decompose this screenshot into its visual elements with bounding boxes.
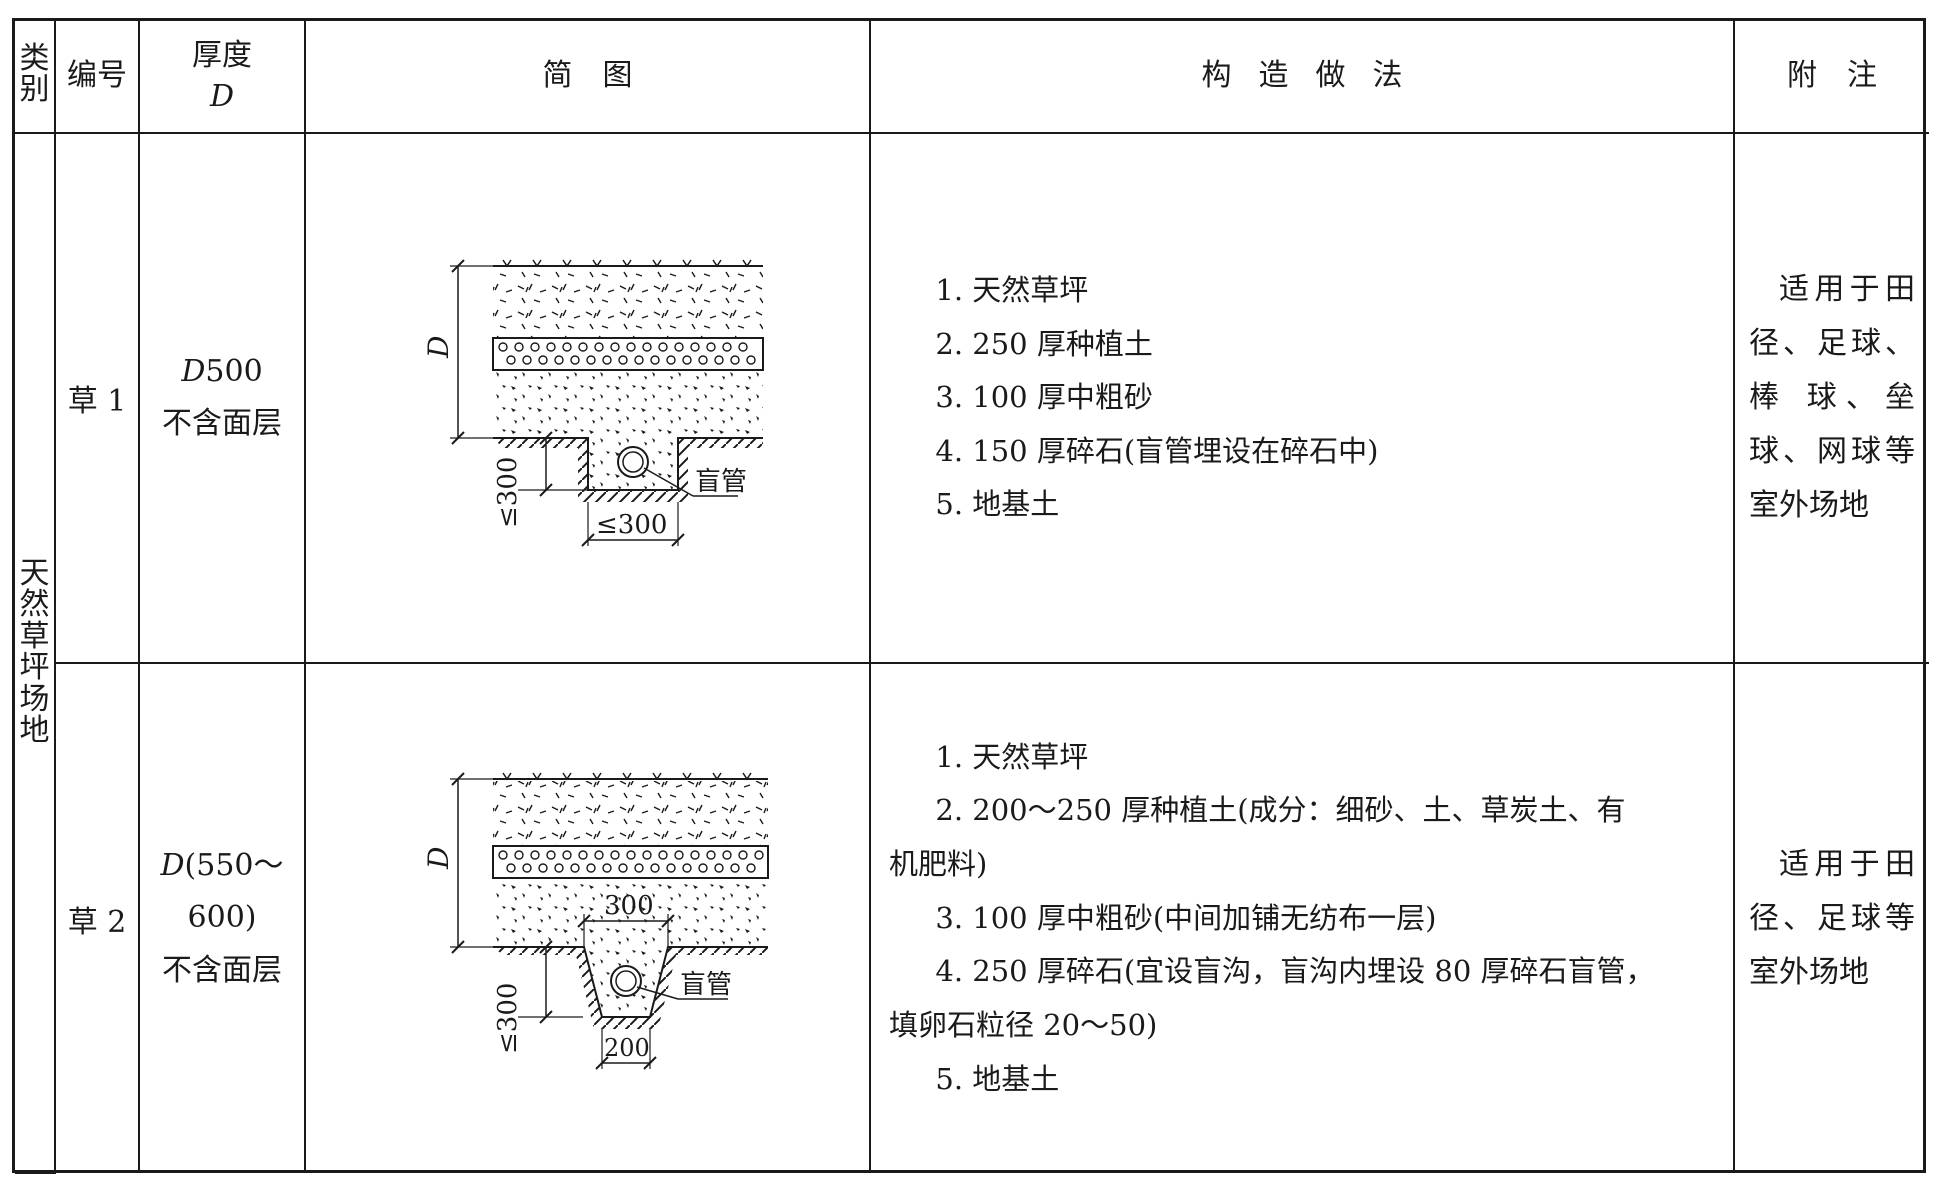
- row2-d-label: D: [422, 846, 455, 869]
- header-code: 编号: [54, 21, 140, 134]
- category-cell: 天然草坪场地: [15, 132, 56, 1174]
- list-item: 5. 地基土: [935, 487, 1060, 522]
- row2-thickness-note: 不含面层: [162, 952, 282, 988]
- list-item: 填卵石粒径 20～50): [889, 1007, 1158, 1042]
- row2-section-drawing: 300 盲管 D ≤300: [422, 771, 769, 1070]
- header-thickness: 厚度 D: [138, 21, 306, 134]
- row1-d-symbol: D: [181, 353, 206, 389]
- header-sketch: 简 图: [304, 21, 871, 134]
- list-item: 机肥料): [889, 847, 988, 882]
- list-item: 1. 天然草坪: [935, 272, 1089, 307]
- table-row: 草 2 D(550～ 600) 不含面层: [15, 662, 1929, 1173]
- list-item: 4. 150 厚碎石(盲管埋设在碎石中): [935, 433, 1379, 468]
- header-notes: 附 注: [1733, 21, 1929, 134]
- row2-d-symbol: D: [160, 847, 185, 883]
- table-row: 天然草坪场地 草 1 D500 不含面层: [15, 132, 1929, 1174]
- list-item: 4. 250 厚碎石(宜设盲沟，盲沟内埋设 80 厚碎石盲管，: [935, 954, 1655, 989]
- category-label: 天然草坪场地: [19, 555, 50, 749]
- list-item: 2. 250 厚种植土: [935, 326, 1153, 361]
- row1-code: 草 1: [54, 132, 140, 664]
- header-category: 类别: [15, 21, 56, 134]
- row2-thickness: D(550～ 600) 不含面层: [138, 662, 306, 1173]
- row1-pipe-label: 盲管: [695, 467, 747, 497]
- row2-bottom-width-label: 200: [604, 1034, 650, 1062]
- row1-thickness-value: D500: [140, 346, 304, 399]
- row2-note: 适用于田径、足球等室外场地: [1733, 662, 1929, 1173]
- row2-top-width-label: 300: [604, 891, 654, 921]
- row2-method: 1. 天然草坪 2. 200～250 厚种植土(成分：细砂、土、草炭土、有 机肥…: [869, 662, 1735, 1173]
- row2-note-text: 适用于田径、足球等室外场地: [1749, 846, 1915, 990]
- row1-thickness: D500 不含面层: [138, 132, 306, 664]
- list-item: 2. 200～250 厚种植土(成分：细砂、土、草炭土、有: [935, 793, 1626, 828]
- list-item: 1. 天然草坪: [935, 739, 1089, 774]
- list-item: 5. 地基土: [935, 1061, 1060, 1096]
- list-item: 3. 100 厚中粗砂: [935, 380, 1153, 415]
- row1-thickness-number: 500: [205, 353, 263, 389]
- row1-note: 适用于田径、足球、棒 球、垒球、网球等室外场地: [1733, 132, 1929, 664]
- row2-code: 草 2: [55, 662, 140, 1173]
- header-method: 构造做法: [869, 21, 1735, 134]
- row1-d-label: D: [422, 336, 455, 359]
- header-thickness-symbol: D: [209, 78, 235, 114]
- header-row: 类别 编号 厚度 D 简 图 构造做法 附 注: [15, 21, 1929, 134]
- row2-sketch: 300 盲管 D ≤300: [304, 662, 871, 1173]
- row1-sketch: 盲管 D ≤300 ≤300: [304, 132, 871, 664]
- row2-thickness-range-end: 600): [187, 900, 257, 936]
- row1-method: 1. 天然草坪 2. 250 厚种植土 3. 100 厚中粗砂 4. 150 厚…: [869, 132, 1735, 664]
- row1-width-label: ≤300: [596, 510, 667, 540]
- row2-thickness-value: D(550～: [140, 840, 304, 893]
- spec-sheet: 类别 编号 厚度 D 简 图 构造做法 附 注 天然草坪场地 草 1 D500 …: [12, 18, 1929, 1174]
- row1-section-drawing: 盲管 D ≤300 ≤300: [422, 259, 764, 547]
- row2-depth-label: ≤300: [493, 982, 523, 1053]
- row1-depth-label: ≤300: [493, 457, 523, 528]
- header-thickness-label: 厚度: [192, 38, 252, 73]
- row1-note-text: 适用于田径、足球、棒 球、垒球、网球等室外场地: [1749, 272, 1915, 523]
- construction-table: 类别 编号 厚度 D 简 图 构造做法 附 注 天然草坪场地 草 1 D500 …: [15, 21, 1929, 1174]
- row1-thickness-note: 不含面层: [162, 406, 282, 441]
- row2-pipe-label: 盲管: [680, 970, 732, 1000]
- list-item: 3. 100 厚中粗砂(中间加铺无纺布一层): [935, 900, 1437, 935]
- row2-thickness-number: (550～: [184, 847, 284, 883]
